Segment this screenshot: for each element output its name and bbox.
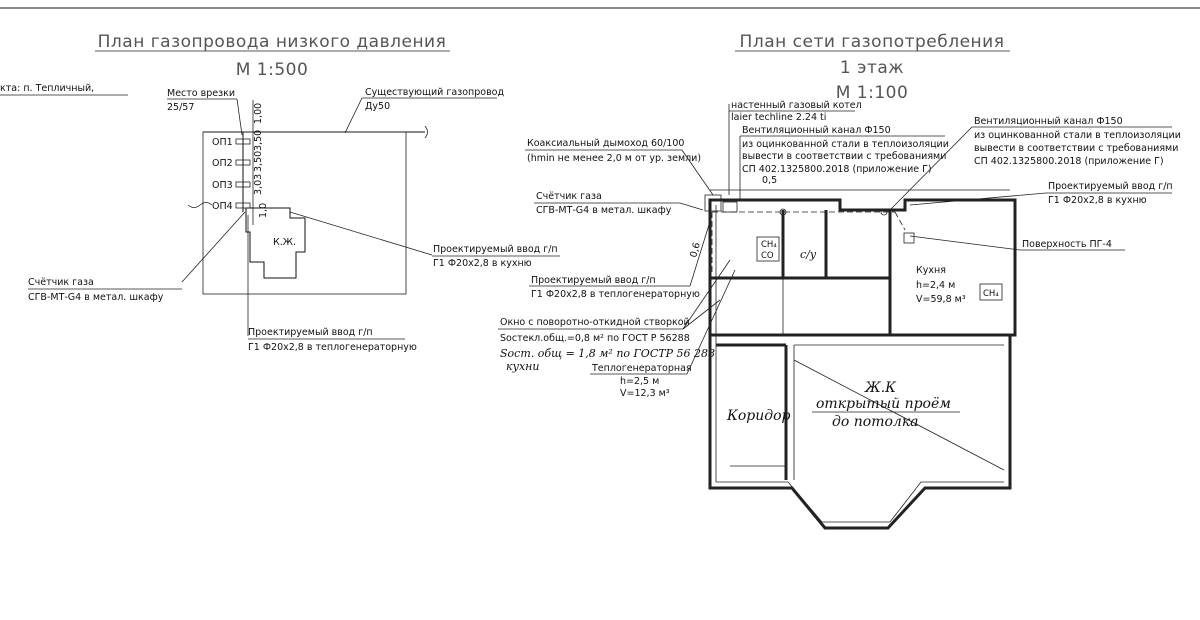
- break-mark-right: [424, 125, 428, 139]
- window-hand-note: Sост. общ = 1,8 м² по ГОСТР 56 288: [500, 347, 715, 360]
- dim-3-50-b: 3,50: [253, 151, 264, 172]
- right-meter-leader: [679, 202, 704, 211]
- dim-3-03: 3,03: [253, 174, 264, 195]
- building-outline: [245, 207, 306, 279]
- dim-1-00: 1,00: [253, 103, 264, 124]
- vent2-line2: вывести в соответствии с требованиями: [974, 143, 1178, 154]
- kitchen-label: Кухня: [916, 265, 946, 276]
- window-value: Sостекл.общ.=0,8 м² по ГОСТ Р 56288: [500, 333, 690, 344]
- gas-sensor-kitchen: [979, 283, 1003, 301]
- left-meter-label: Счётчик газа: [28, 277, 94, 288]
- tap-leader: [236, 98, 243, 136]
- support-markers: [235, 138, 251, 209]
- corridor-label: Коридор: [726, 408, 791, 424]
- dim-3-50-a: 3,50: [253, 130, 264, 151]
- boiler-ch4: CH₄: [761, 240, 777, 250]
- left-inlet-kitchen-label: Проектируемый ввод г/п: [433, 244, 558, 255]
- vent1-line3: СП 402.1325800.2018 (приложение Г): [742, 164, 932, 175]
- boiler-co: CO: [761, 251, 774, 261]
- left-dimensions: 1,00 3,50 3,50 3,03 1,0: [252, 100, 269, 225]
- right-inlet-kitchen-value: Г1 Ф20х2,8 в кухню: [1048, 195, 1147, 206]
- vent1-line1: из оцинкованной стали в теплоизоляции: [742, 139, 949, 150]
- meter-leader: [181, 211, 246, 283]
- existing-pipe-label: Существующий газопровод: [365, 87, 504, 98]
- flue-label: Коаксиальный дымоход 60/100: [527, 138, 684, 149]
- left-meter-value: СГВ-МТ-G4 в метал. шкафу: [28, 292, 164, 303]
- vent2-line3: СП 402.1325800.2018 (приложение Г): [974, 156, 1164, 167]
- left-plan-title: План газопровода низкого давления: [98, 32, 447, 52]
- kitchen-ch4: CH₄: [983, 289, 999, 299]
- surface-leader: [909, 235, 1021, 251]
- support-op1: ОП1: [212, 137, 233, 148]
- support-op2: ОП2: [212, 158, 233, 169]
- window-label: Окно с поворотно-откидной створкой: [500, 317, 690, 328]
- right-plan-floor: 1 этаж: [840, 58, 904, 78]
- vent1-line2: вывести в соответствии с требованиями: [742, 151, 946, 162]
- opening-label1: открытый проём: [816, 396, 951, 412]
- surface-label: Поверхность ПГ-4: [1022, 239, 1112, 250]
- stove-symbol: [903, 232, 915, 244]
- kitchen-v: V=59,8 м³: [916, 294, 966, 305]
- tap-point-label: Место врезки: [167, 88, 235, 99]
- right-plan-title: План сети газопотребления: [740, 32, 1005, 52]
- existing-leader: [344, 97, 363, 134]
- window-leader2: [682, 299, 721, 330]
- flue-symbol: [704, 194, 722, 212]
- opening-label2: до потолка: [832, 414, 919, 430]
- support-op3: ОП3: [212, 180, 233, 191]
- dim-1-0: 1,0: [258, 203, 269, 218]
- right-plan-scale: М 1:100: [836, 83, 909, 103]
- gas-pipe-route: [711, 211, 906, 275]
- dim-06: 0,6: [688, 241, 703, 258]
- left-inlet-kitchen-value: Г1 Ф20х2,8 в кухню: [433, 258, 532, 269]
- left-plan-scale: М 1:500: [236, 60, 309, 80]
- left-inlet-boiler-value: Г1 Ф20х2,8 в теплогенераторную: [248, 342, 417, 353]
- vent1-label: Вентиляционный канал Ф150: [742, 125, 891, 136]
- left-inlet-boiler-label: Проектируемый ввод г/п: [248, 327, 373, 338]
- existing-pipe-value: Ду50: [365, 101, 390, 112]
- boiler-label: настенный газовый котел: [731, 100, 862, 111]
- right-meter-label: Счётчик газа: [536, 191, 602, 202]
- vent2-line1: из оцинкованной стали в теплоизоляции: [974, 130, 1181, 141]
- house-walls: [708, 189, 1017, 530]
- break-mark-left: [187, 202, 213, 208]
- boiler-room-v: V=12,3 м³: [620, 388, 670, 399]
- right-inlet-boiler-label: Проектируемый ввод г/п: [531, 275, 656, 286]
- window-leader: [682, 259, 731, 330]
- right-meter-value: СГВ-МТ-G4 в метал. шкафу: [536, 205, 672, 216]
- tap-point-value: 25/57: [167, 102, 194, 113]
- support-op4: ОП4: [212, 201, 233, 212]
- vent2-leader: [889, 126, 973, 211]
- right-inlet-boiler-leader: [689, 214, 713, 287]
- kitchen-inlet-leader: [289, 211, 433, 256]
- boiler-room-label: Теплогенераторная: [591, 363, 692, 374]
- wc-label: с/у: [800, 248, 817, 261]
- building-label: К.Ж.: [273, 237, 296, 248]
- vent-symbol-kitchen: [880, 208, 888, 216]
- boiler-model: laier techline 2.24 ti: [731, 112, 826, 123]
- site-boundary: [202, 131, 407, 295]
- vent-symbol-boiler: [779, 208, 787, 216]
- hall-label: Ж.К: [864, 380, 897, 396]
- vent2-label: Вентиляционный канал Ф150: [974, 116, 1123, 127]
- gas-sensor-boiler: [756, 236, 780, 262]
- boiler-room-h: h=2,5 м: [620, 376, 659, 387]
- right-inlet-kitchen-label: Проектируемый ввод г/п: [1048, 181, 1173, 192]
- right-inlet-boiler-value: Г1 Ф20х2,8 в теплогенераторную: [531, 289, 700, 300]
- meter-symbol: [722, 201, 738, 213]
- dim-05: 0,5: [762, 175, 777, 186]
- flue-note: (hmin не менее 2,0 м от ур. земли): [527, 153, 701, 164]
- window-hand-note2: кухни: [506, 360, 539, 373]
- kitchen-h: h=2,4 м: [916, 280, 955, 291]
- open-plan-diagonal: [793, 359, 1005, 471]
- flue-leader: [681, 149, 714, 196]
- object-fragment: кта: п. Тепличный,: [0, 83, 94, 94]
